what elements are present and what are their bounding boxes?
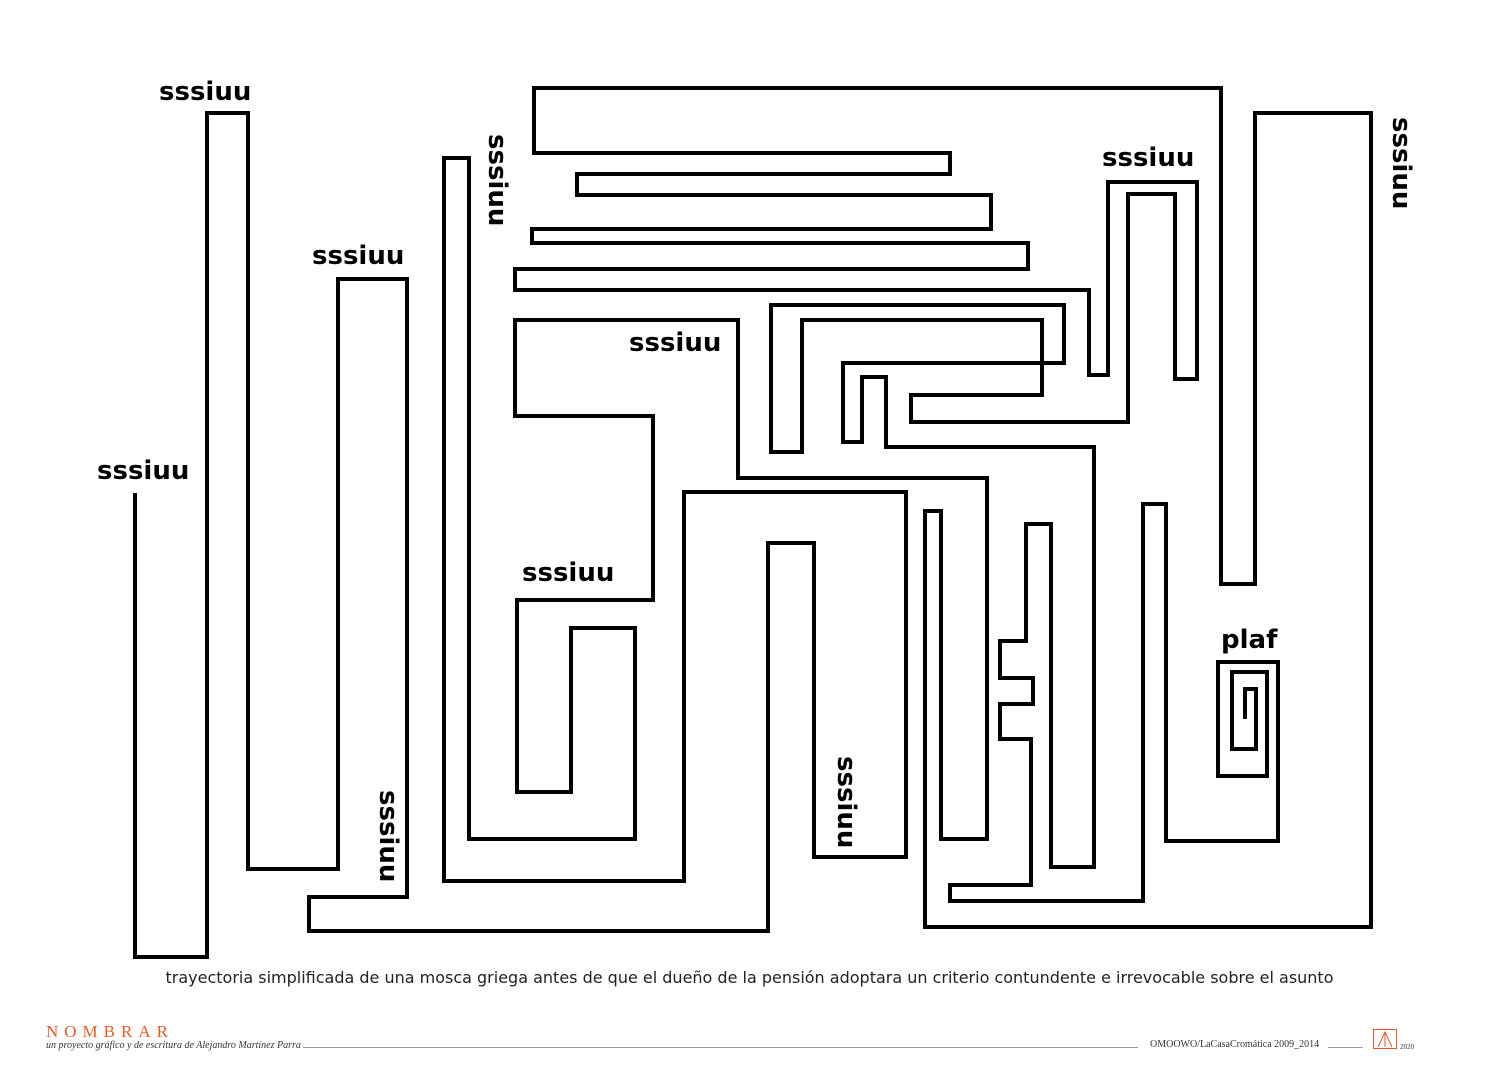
- buzz-label-vertical: sssiuu: [482, 134, 512, 227]
- buzz-label-vertical: sssiuu: [1386, 117, 1416, 210]
- buzz-label: sssiuu: [1102, 143, 1195, 173]
- footer-brand: NOMBRAR: [46, 1022, 174, 1041]
- buzz-label: sssiuu: [159, 77, 252, 107]
- buzz-label: sssiuu: [97, 456, 190, 486]
- caption: trayectoria simplificada de una mosca gr…: [165, 968, 1334, 987]
- buzz-label-vertical: sssiuu: [373, 790, 403, 883]
- buzz-label: sssiuu: [522, 558, 615, 588]
- buzz-label: sssiuu: [312, 241, 405, 271]
- plaf-label: plaf: [1221, 625, 1278, 655]
- logo-icon: [1373, 1029, 1397, 1049]
- buzz-label-vertical: sssiuu: [831, 756, 861, 849]
- footer-divider: [303, 1047, 1138, 1048]
- buzz-label: sssiuu: [629, 328, 722, 358]
- footer-divider: [1328, 1047, 1363, 1048]
- trajectory-path: [133, 86, 1373, 959]
- footer-credit: OMOOWO/LaCasaCromática 2009_2014: [1150, 1039, 1320, 1050]
- footer-year: 2020: [1400, 1043, 1414, 1051]
- footer-subtitle: un proyecto gráfico y de escritura de Al…: [46, 1040, 301, 1051]
